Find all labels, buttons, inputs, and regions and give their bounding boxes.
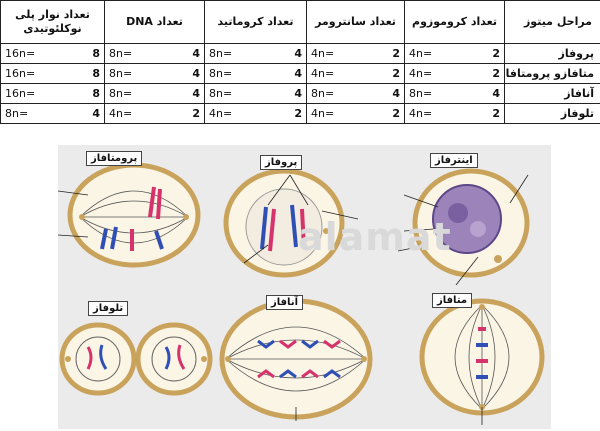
cell-formula: 16n=	[5, 67, 36, 80]
table-cell: 8n= 4	[104, 43, 205, 64]
stage-name: آنافاز	[504, 83, 600, 104]
cell-count: 2	[294, 107, 302, 120]
table-cell: 4n= 2	[306, 43, 405, 64]
table-cell: 8n= 4	[204, 43, 307, 64]
cell-count: 2	[492, 67, 500, 80]
table-cell: 8n= 4	[104, 63, 205, 84]
cell-count: 8	[92, 87, 100, 100]
table-cell: 8n= 4	[404, 83, 505, 104]
cell-count: 4	[92, 107, 100, 120]
cell-count: 4	[192, 67, 200, 80]
cell-count: 4	[392, 87, 400, 100]
cell-formula: 16n=	[5, 87, 36, 100]
cell-formula: 8n=	[209, 67, 233, 80]
telophase-cell	[59, 322, 213, 396]
table-cell: 4n= 2	[306, 103, 405, 124]
table-row: متافازو پرومتافاز 4n= 2 4n= 2 8n= 4 8n= 4 16n= 8	[0, 63, 600, 84]
table-cell: 8n= 4	[204, 63, 307, 84]
table-cell: 4n= 2	[306, 63, 405, 84]
interphase-cell	[397, 168, 530, 286]
metaphase-cell	[419, 298, 545, 425]
stage-name: تلوفاز	[504, 103, 600, 124]
cell-count: 4	[294, 87, 302, 100]
mitosis-table: مراحل میتوز تعداد کروموزوم تعداد سانتروم…	[0, 0, 600, 124]
header-strand: تعداد نوار پلی نوکلئوتیدی	[0, 0, 105, 44]
table-cell: 4n= 2	[404, 103, 505, 124]
cell-formula: 4n=	[209, 107, 233, 120]
cell-formula: 8n=	[209, 47, 233, 60]
cell-formula: 8n=	[109, 87, 133, 100]
table-cell: 8n= 4	[204, 83, 307, 104]
header-chromatid: تعداد کروماتید	[204, 0, 307, 44]
anaphase-cell	[219, 298, 373, 421]
cell-count: 4	[294, 47, 302, 60]
label-prometaphase: پرومتافاز	[86, 151, 143, 166]
cell-count: 8	[92, 47, 100, 60]
watermark: alamat	[298, 215, 452, 259]
stage-name: پروفاز	[504, 43, 600, 64]
header-stage: مراحل میتوز	[504, 0, 600, 44]
table-row: پروفاز 4n= 2 4n= 2 8n= 4 8n= 4 16n= 8	[0, 43, 600, 64]
table-cell: 4n= 2	[404, 63, 505, 84]
stage-name: متافازو پرومتافاز	[504, 63, 600, 84]
header-centromere: تعداد سانترومر	[306, 0, 405, 44]
cell-formula: 8n=	[109, 67, 133, 80]
cell-formula: 8n=	[109, 47, 133, 60]
cell-count: 4	[492, 87, 500, 100]
mitosis-figure: alamat پرومتافاز پروفاز اینترفاز تلوفاز …	[58, 145, 551, 429]
cell-formula: 4n=	[109, 107, 133, 120]
label-telophase: تلوفاز	[88, 301, 129, 316]
cell-formula: 8n=	[311, 87, 335, 100]
prometaphase-cell	[58, 162, 201, 268]
table-row: آنافاز 8n= 4 8n= 4 8n= 4 8n= 4 16n= 8	[0, 83, 600, 104]
cell-count: 2	[192, 107, 200, 120]
table-row: تلوفاز 4n= 2 4n= 2 4n= 2 4n= 2 8n= 4	[0, 103, 600, 124]
cell-formula: 4n=	[311, 67, 335, 80]
table-cell: 8n= 4	[104, 83, 205, 104]
cell-formula: 4n=	[409, 47, 433, 60]
cell-formula: 8n=	[5, 107, 29, 120]
table-cell: 4n= 2	[204, 103, 307, 124]
cell-count: 2	[492, 107, 500, 120]
cell-count: 2	[392, 47, 400, 60]
label-prophase: پروفاز	[260, 155, 303, 170]
cell-count: 2	[392, 67, 400, 80]
cell-formula: 4n=	[311, 47, 335, 60]
table-cell: 8n= 4	[0, 103, 105, 124]
cell-formula: 8n=	[209, 87, 233, 100]
mitosis-diagram	[58, 162, 545, 425]
cell-count: 8	[92, 67, 100, 80]
header-dna: تعداد DNA	[104, 0, 205, 44]
table-header-row: مراحل میتوز تعداد کروموزوم تعداد سانتروم…	[0, 0, 600, 44]
cell-count: 4	[192, 87, 200, 100]
table-cell: 4n= 2	[104, 103, 205, 124]
cell-formula: 4n=	[409, 107, 433, 120]
table-cell: 4n= 2	[404, 43, 505, 64]
cell-count: 4	[192, 47, 200, 60]
prophase-cell	[223, 168, 359, 278]
table-cell: 16n= 8	[0, 43, 105, 64]
table-cell: 16n= 8	[0, 83, 105, 104]
cell-formula: 4n=	[409, 67, 433, 80]
label-metaphase: متافاز	[432, 293, 473, 308]
cell-formula: 4n=	[311, 107, 335, 120]
cell-formula: 16n=	[5, 47, 36, 60]
cell-formula: 8n=	[409, 87, 433, 100]
cell-count: 2	[392, 107, 400, 120]
label-interphase: اینترفاز	[430, 153, 478, 168]
cell-count: 2	[492, 47, 500, 60]
header-chromosome: تعداد کروموزوم	[404, 0, 505, 44]
table-cell: 8n= 4	[306, 83, 405, 104]
label-anaphase: آنافاز	[266, 295, 303, 310]
table-cell: 16n= 8	[0, 63, 105, 84]
cell-count: 4	[294, 67, 302, 80]
